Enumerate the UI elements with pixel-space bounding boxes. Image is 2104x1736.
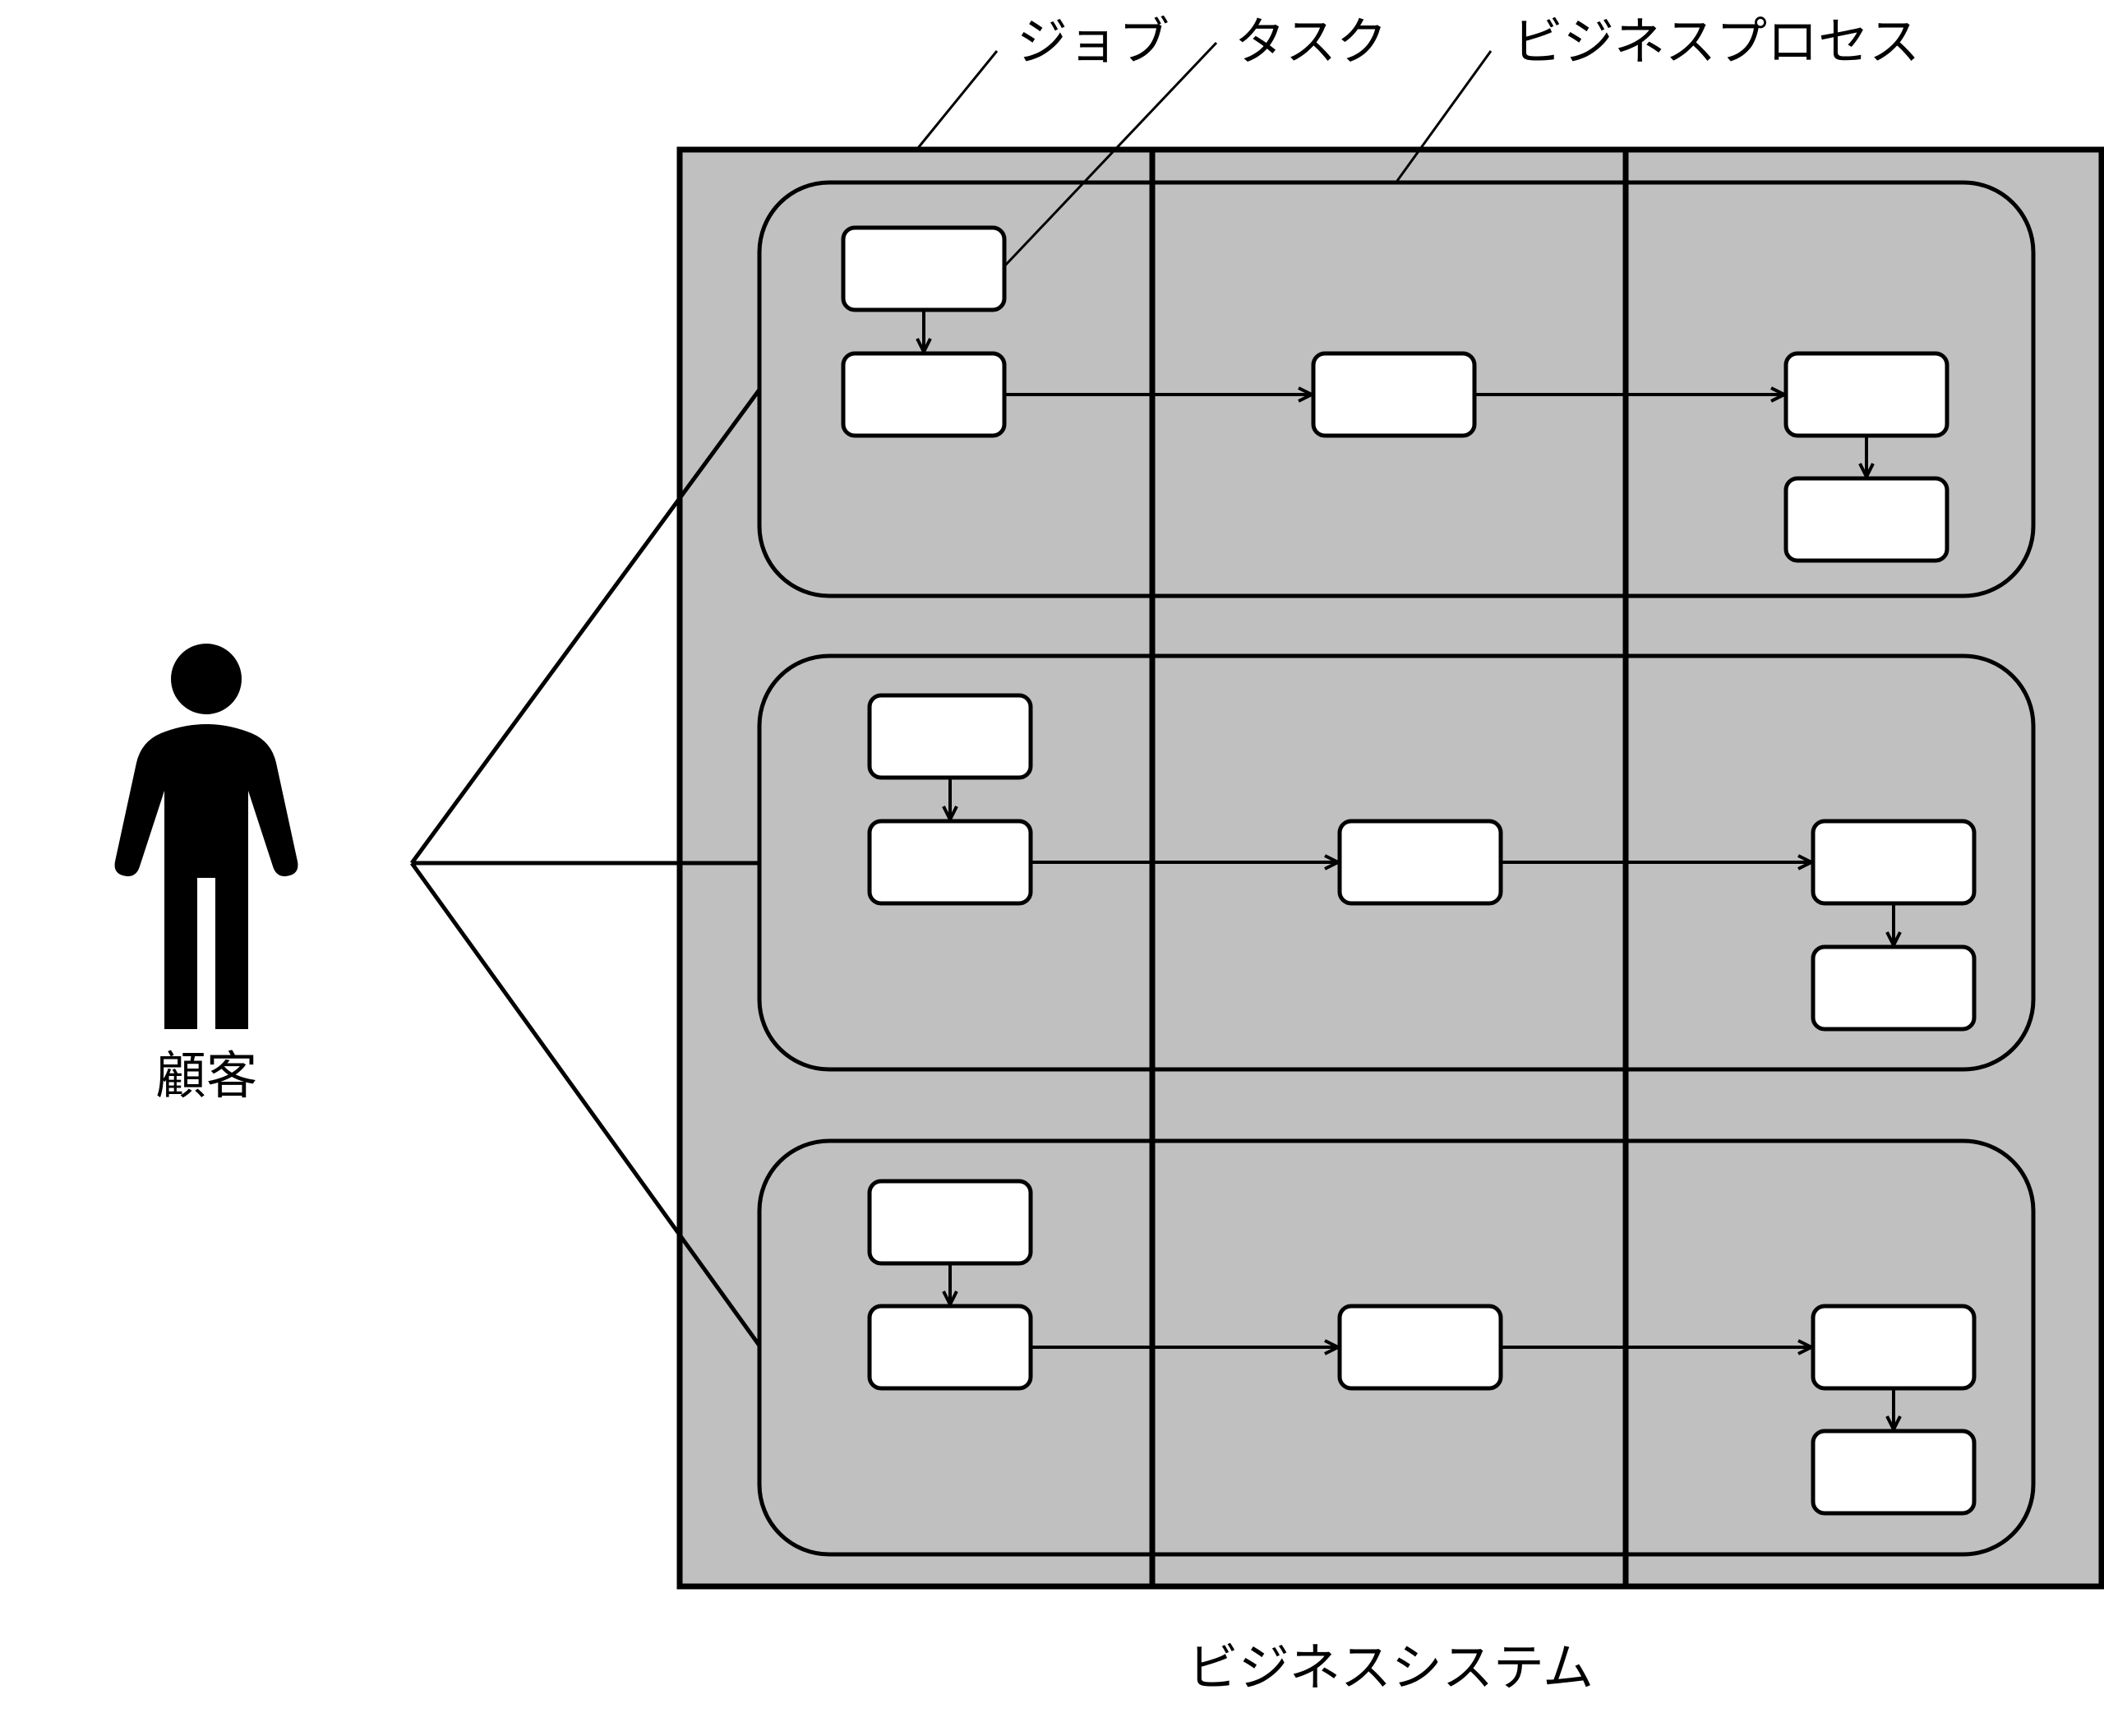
task-box [1811,944,1977,1032]
customer-label: 顧客 [155,1046,257,1106]
job-label: ジョブ [1017,12,1170,72]
task-box [1337,819,1503,906]
task-label: タスク [1234,12,1387,72]
business-process-lane [757,180,2036,598]
business-process-row-1 [757,180,2036,598]
task-box [1337,1304,1503,1391]
task-box [1811,1429,1977,1516]
business-process-row-2 [757,653,2036,1072]
task-box [1811,819,1977,906]
task-box [867,1179,1033,1266]
business-process-lane [757,1138,2036,1557]
task-box [867,1304,1033,1391]
business-process-row-3 [757,1138,2036,1557]
task-box [841,351,1007,438]
job-leader [916,50,999,149]
task-box [1311,351,1477,438]
callout-leaders [916,41,1493,268]
customer-connectors [409,388,762,1347]
task-box [1783,476,1949,563]
business-process-label: ビジネスプロセス [1512,12,1920,72]
task-leader [1003,41,1218,268]
business-system-label: ビジネスシステム [1188,1637,1594,1697]
connector-line [409,388,762,865]
task-box [867,819,1033,906]
person-icon [114,644,298,1029]
task-box [1811,1304,1977,1391]
process-leader [1396,50,1493,182]
task-box [841,225,1007,312]
task-box [867,693,1033,780]
task-box [1783,351,1949,438]
connector-line [409,861,762,1347]
